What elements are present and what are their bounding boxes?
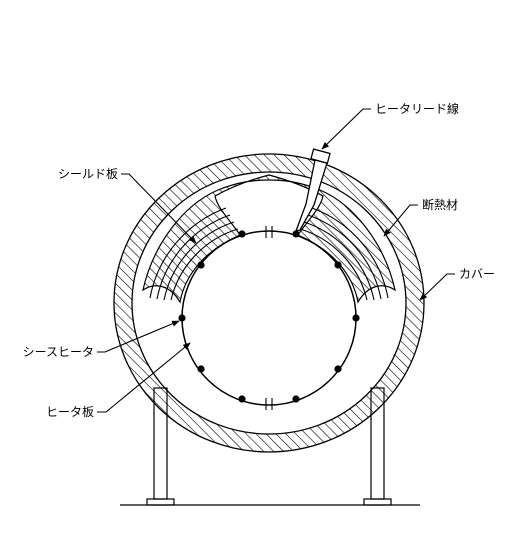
label-heater-lead: ヒータリード線 <box>375 101 459 116</box>
leader-shield-plate <box>121 173 197 244</box>
leader-sheath-heater <box>97 320 180 353</box>
leader-insulation <box>383 204 418 237</box>
heater-dot <box>352 314 360 322</box>
shield-plates <box>149 207 389 301</box>
heater-dot <box>238 395 246 403</box>
labels: ヒータリード線 シールド板 断熱材 カバー シースヒータ ヒータ板 <box>23 101 495 419</box>
leader-heater-plate <box>97 342 191 413</box>
left-leg-base <box>146 498 175 506</box>
heater-plate-seams <box>265 226 273 410</box>
label-cover: カバー <box>459 267 495 281</box>
label-heater-plate: ヒータ板 <box>46 405 94 419</box>
heater-dot <box>238 230 246 238</box>
label-sheath-heater: シースヒータ <box>23 345 94 359</box>
insulation-ring <box>113 153 425 453</box>
heater-dot <box>292 395 300 403</box>
heater-lead-wire <box>294 148 331 232</box>
heater-dot <box>334 365 342 373</box>
heater-dot <box>197 365 205 373</box>
heater-dot <box>334 261 342 269</box>
heater-plate-circle <box>181 230 357 406</box>
label-shield-plate: シールド板 <box>58 167 118 181</box>
leader-heater-lead <box>321 108 371 150</box>
leader-cover <box>419 273 455 301</box>
label-insulation: 断熱材 <box>422 197 458 212</box>
right-leg-base <box>363 498 392 506</box>
sheath-heater-dots <box>178 230 360 403</box>
heater-dot <box>292 230 300 238</box>
leader-lines <box>97 108 455 413</box>
heater-dot <box>178 314 186 322</box>
heater-dot <box>197 261 205 269</box>
